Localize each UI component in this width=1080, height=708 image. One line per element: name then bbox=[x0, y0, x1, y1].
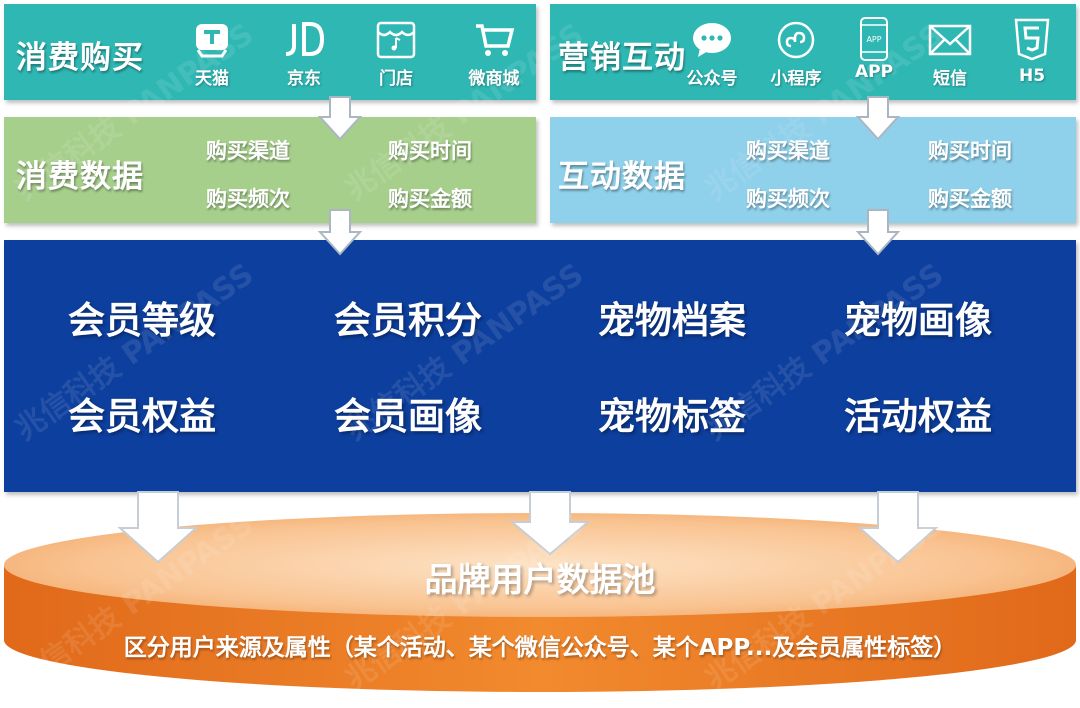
channel-label: 公众号 bbox=[686, 69, 738, 89]
arrow-down-icon bbox=[509, 491, 591, 556]
channel-sms: 短信 bbox=[920, 20, 980, 89]
channel-tmall: 天猫 bbox=[182, 20, 242, 89]
arrow-down-icon bbox=[317, 96, 363, 141]
core-item: 活动权益 bbox=[844, 395, 992, 438]
channel-label: 短信 bbox=[933, 69, 967, 89]
data-item: 购买金额 bbox=[928, 187, 1012, 211]
channel-label: APP bbox=[854, 62, 894, 82]
channel-h5: H5 bbox=[1002, 18, 1062, 86]
membership-core-panel: 会员等级 会员积分 宠物档案 宠物画像 会员权益 会员画像 宠物标签 活动权益 bbox=[4, 240, 1076, 492]
consumption-purchase-title: 消费购买 bbox=[16, 40, 144, 76]
store-icon bbox=[376, 21, 416, 59]
arrow-down-icon bbox=[857, 491, 939, 564]
channel-mini-program: 小程序 bbox=[766, 20, 826, 89]
channel-app: APP APP bbox=[844, 16, 904, 82]
channel-label: 微商城 bbox=[468, 69, 520, 89]
data-pool-title: 品牌用户数据池 bbox=[424, 560, 656, 599]
flow-arrow bbox=[857, 491, 939, 564]
channel-label: 京东 bbox=[287, 69, 321, 89]
core-item: 会员等级 bbox=[68, 299, 216, 342]
interaction-data-title: 互动数据 bbox=[558, 159, 686, 195]
flow-arrow bbox=[317, 209, 363, 256]
channel-official-account: 公众号 bbox=[682, 20, 742, 89]
arrow-down-icon bbox=[117, 491, 199, 564]
consumption-data-title: 消费数据 bbox=[16, 159, 144, 195]
data-item: 购买频次 bbox=[746, 187, 830, 211]
arrow-down-icon bbox=[855, 209, 901, 256]
pool-top bbox=[4, 513, 1076, 617]
core-item: 会员画像 bbox=[334, 395, 482, 438]
arrow-down-icon bbox=[317, 209, 363, 256]
svg-text:APP: APP bbox=[866, 35, 881, 44]
wechat-icon bbox=[693, 23, 731, 57]
interaction-data-panel: 互动数据 购买渠道 购买时间 购买频次 购买金额 bbox=[550, 117, 1076, 223]
cart-icon bbox=[476, 24, 515, 56]
data-item: 购买时间 bbox=[928, 139, 1012, 163]
channel-label: H5 bbox=[1018, 66, 1046, 86]
data-item: 购买渠道 bbox=[206, 139, 290, 163]
jd-icon bbox=[285, 22, 325, 56]
consumption-data-panel: 消费数据 购买渠道 购买时间 购买频次 购买金额 bbox=[4, 117, 536, 223]
marketing-interaction-panel: 营销互动 公众号 小程序 APP APP 短信 bbox=[550, 4, 1076, 100]
data-item: 购买频次 bbox=[206, 187, 290, 211]
flow-arrow bbox=[317, 96, 363, 141]
flow-arrow bbox=[117, 491, 199, 564]
flow-arrow bbox=[509, 491, 591, 556]
core-item: 宠物标签 bbox=[598, 395, 746, 438]
channel-store: 门店 bbox=[366, 20, 426, 89]
channel-label: 门店 bbox=[379, 69, 413, 89]
flow-arrow bbox=[855, 209, 901, 256]
mini-program-icon bbox=[777, 21, 815, 59]
core-item: 会员积分 bbox=[334, 299, 482, 342]
core-item: 会员权益 bbox=[68, 395, 216, 438]
data-pool-subtitle: 区分用户来源及属性（某个活动、某个微信公众号、某个APP...及会员属性标签） bbox=[123, 635, 957, 661]
channel-label: 天猫 bbox=[195, 69, 229, 89]
envelope-icon bbox=[928, 24, 972, 56]
app-phone-icon: APP bbox=[860, 17, 888, 61]
core-item: 宠物画像 bbox=[844, 299, 992, 342]
flow-arrow bbox=[855, 96, 901, 141]
channel-label: 小程序 bbox=[770, 69, 822, 89]
data-item: 购买时间 bbox=[388, 139, 472, 163]
html5-icon bbox=[1014, 18, 1050, 61]
tmall-icon bbox=[196, 24, 228, 58]
data-item: 购买金额 bbox=[388, 187, 472, 211]
arrow-down-icon bbox=[855, 96, 901, 141]
consumption-purchase-panel: 消费购买 天猫 京东 门店 微商城 bbox=[4, 4, 536, 100]
channel-mall: 微商城 bbox=[464, 20, 524, 89]
data-item: 购买渠道 bbox=[746, 139, 830, 163]
marketing-interaction-title: 营销互动 bbox=[558, 40, 686, 76]
core-item: 宠物档案 bbox=[598, 299, 746, 342]
channel-jd: 京东 bbox=[274, 20, 334, 89]
